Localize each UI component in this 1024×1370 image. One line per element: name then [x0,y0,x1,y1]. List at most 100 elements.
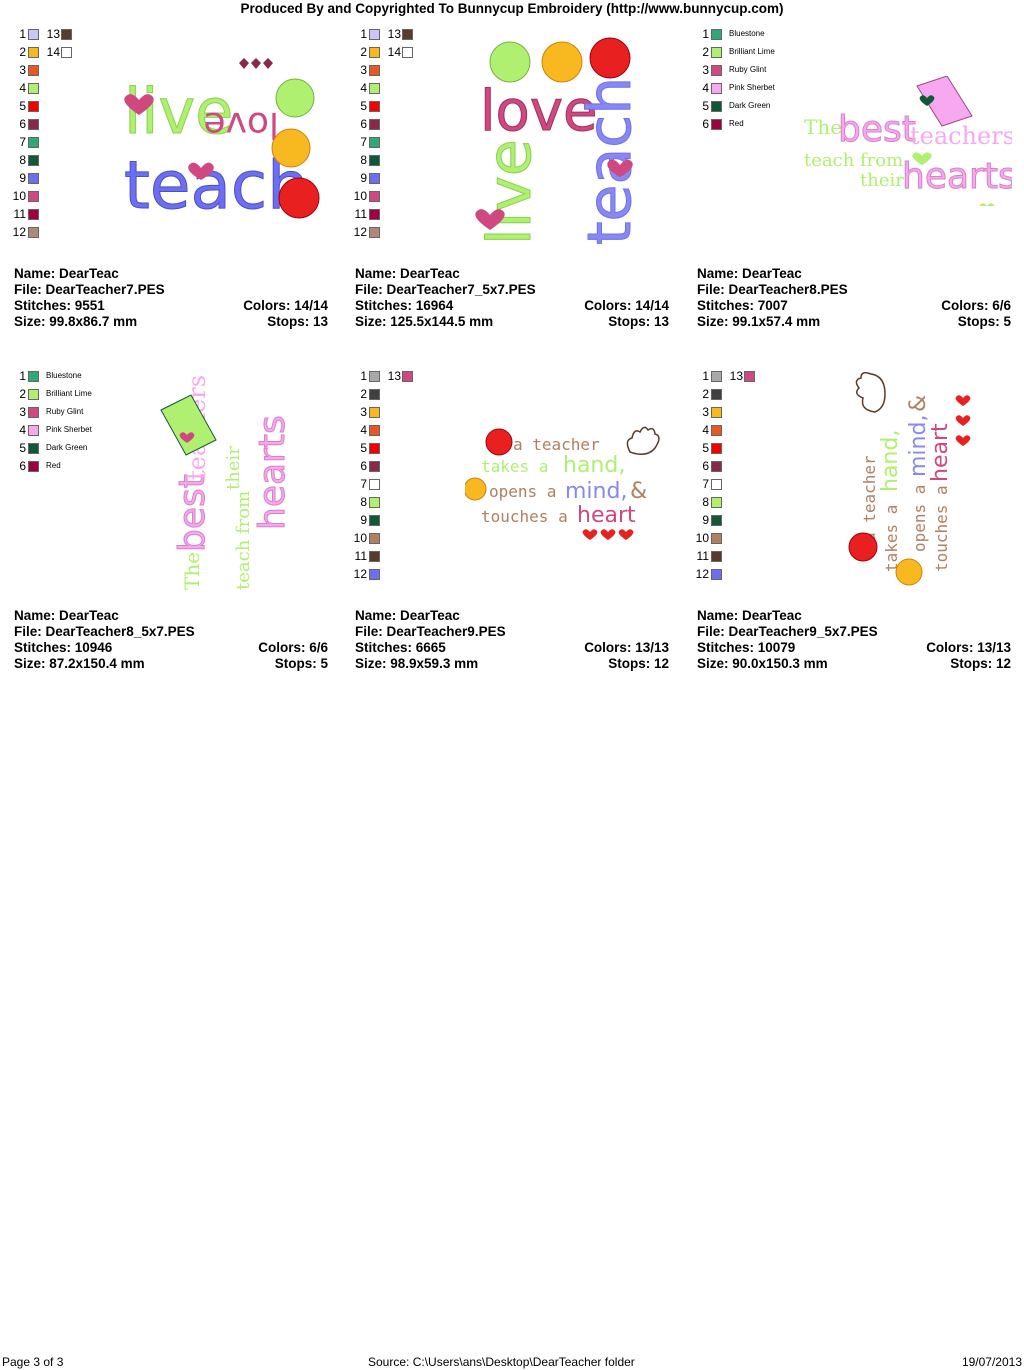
swatch-number: 9 [360,171,367,185]
design-colors-value: 14/14 [635,298,669,313]
footer-page: Page 3 of 3 [2,1355,64,1369]
design-file-label: File: [697,282,729,297]
design-text: a teacher [513,435,600,454]
design-size-value: 99.1x57.4 mm [732,314,821,329]
design-size-label: Size: [14,656,50,671]
swatch-color [711,47,722,58]
swatch-color [711,101,722,112]
design-colors-value: 6/6 [992,298,1011,313]
design-stops-label: Stops: [274,656,321,671]
swatch-color [711,551,722,562]
design-stops-value: 13 [312,314,328,329]
hand-icon [855,372,886,413]
design-colors-label: Colors: [584,298,636,313]
embroidery-design-preview: a teacher takes a hand, opens a mind, & … [465,426,660,540]
swatch-color [369,533,380,544]
design-file: File: DearTeacher8_5x7.PES [14,624,195,639]
swatch-number: 1 [19,369,26,383]
design-stitches: Stitches: 9551 [14,298,105,313]
design-stops: Stops: 5 [275,656,328,672]
swatch-color [711,497,722,508]
design-text: The [180,552,204,590]
swatch-color [711,65,722,76]
design-text: hand, [878,430,903,492]
swatch-color [28,137,39,148]
design-text: opens a [489,482,556,501]
swatch-color [369,515,380,526]
design-stops: Stops: 13 [267,314,328,330]
apple-icon [275,78,315,118]
swatch-color [369,119,380,130]
swatch-color [369,101,380,112]
swatch-number: 3 [360,405,367,419]
design-stitches: Stitches: 7007 [697,298,788,313]
swatch-number: 7 [360,477,367,491]
swatch-color [369,209,380,220]
design-colors-label: Colors: [584,640,636,655]
embroidery-design-preview: The best teachers teach from their heart… [804,76,1012,206]
heart-icon [475,209,505,230]
swatch-color [369,551,380,562]
design-name-value: DearTeac [742,266,802,281]
swatch-color [369,173,380,184]
design-text: heart [928,423,953,482]
design-colors-label: Colors: [258,640,310,655]
swatch-color [711,479,722,490]
design-stitches-label: Stitches: [355,640,416,655]
design-colors-label: Colors: [941,298,993,313]
design-file-value: DearTeacher7_5x7.PES [386,282,536,297]
apple-icon [485,428,513,456]
swatch-number: 14 [387,45,401,59]
design-stitches-label: Stitches: [14,298,75,313]
design-text: teach from [233,491,254,590]
design-file-value: DearTeacher9_5x7.PES [728,624,878,639]
swatch-number: 13 [729,369,743,383]
swatch-label: Dark Green [729,101,771,110]
design-stitches-label: Stitches: [14,640,75,655]
design-file-label: File: [14,624,46,639]
swatch-color [28,191,39,202]
design-stitches-label: Stitches: [355,298,416,313]
swatch-color [28,119,39,130]
swatch-color [369,479,380,490]
swatch-number: 4 [702,81,709,95]
swatch-number: 12 [353,567,367,581]
swatch-label: Bluestone [46,371,82,380]
embroidery-design-preview: The best teachers teach from their heart… [160,375,294,590]
design-size-value: 99.8x86.7 mm [49,314,138,329]
design-stops-label: Stops: [267,314,313,329]
swatch-color [28,371,39,382]
design-file-label: File: [14,282,46,297]
swatch-number: 3 [19,405,26,419]
design-name-value: DearTeac [742,608,802,623]
swatch-number: 9 [702,513,709,527]
swatch-color [61,47,72,58]
design-stitches-value: 7007 [757,298,788,313]
swatch-color [28,101,39,112]
design-size-label: Size: [14,314,50,329]
swatch-number: 10 [12,189,26,203]
swatch-number: 14 [46,45,60,59]
swatch-label: Ruby Glint [729,65,767,74]
heart-icon [607,159,633,177]
swatch-number: 1 [702,369,709,383]
design-colors: Colors: 13/13 [926,640,1011,656]
swatch-color [369,407,380,418]
swatch-color [28,83,39,94]
heart-icon [582,529,634,540]
swatch-label: Pink Sherbet [729,83,775,92]
lightbulb-icon [895,558,923,586]
design-stops-value: 5 [320,656,328,671]
swatch-number: 13 [387,27,401,41]
swatch-number: 11 [696,549,709,563]
swatch-number: 8 [19,153,26,167]
design-size-value: 87.2x150.4 mm [49,656,145,671]
swatch-number: 5 [360,99,367,113]
swatch-number: 8 [360,153,367,167]
swatch-number: 1 [19,27,26,41]
design-file: File: DearTeacher7.PES [14,282,165,297]
swatch-color [28,227,39,238]
design-colors-value: 6/6 [309,640,328,655]
swatch-color [711,371,722,382]
